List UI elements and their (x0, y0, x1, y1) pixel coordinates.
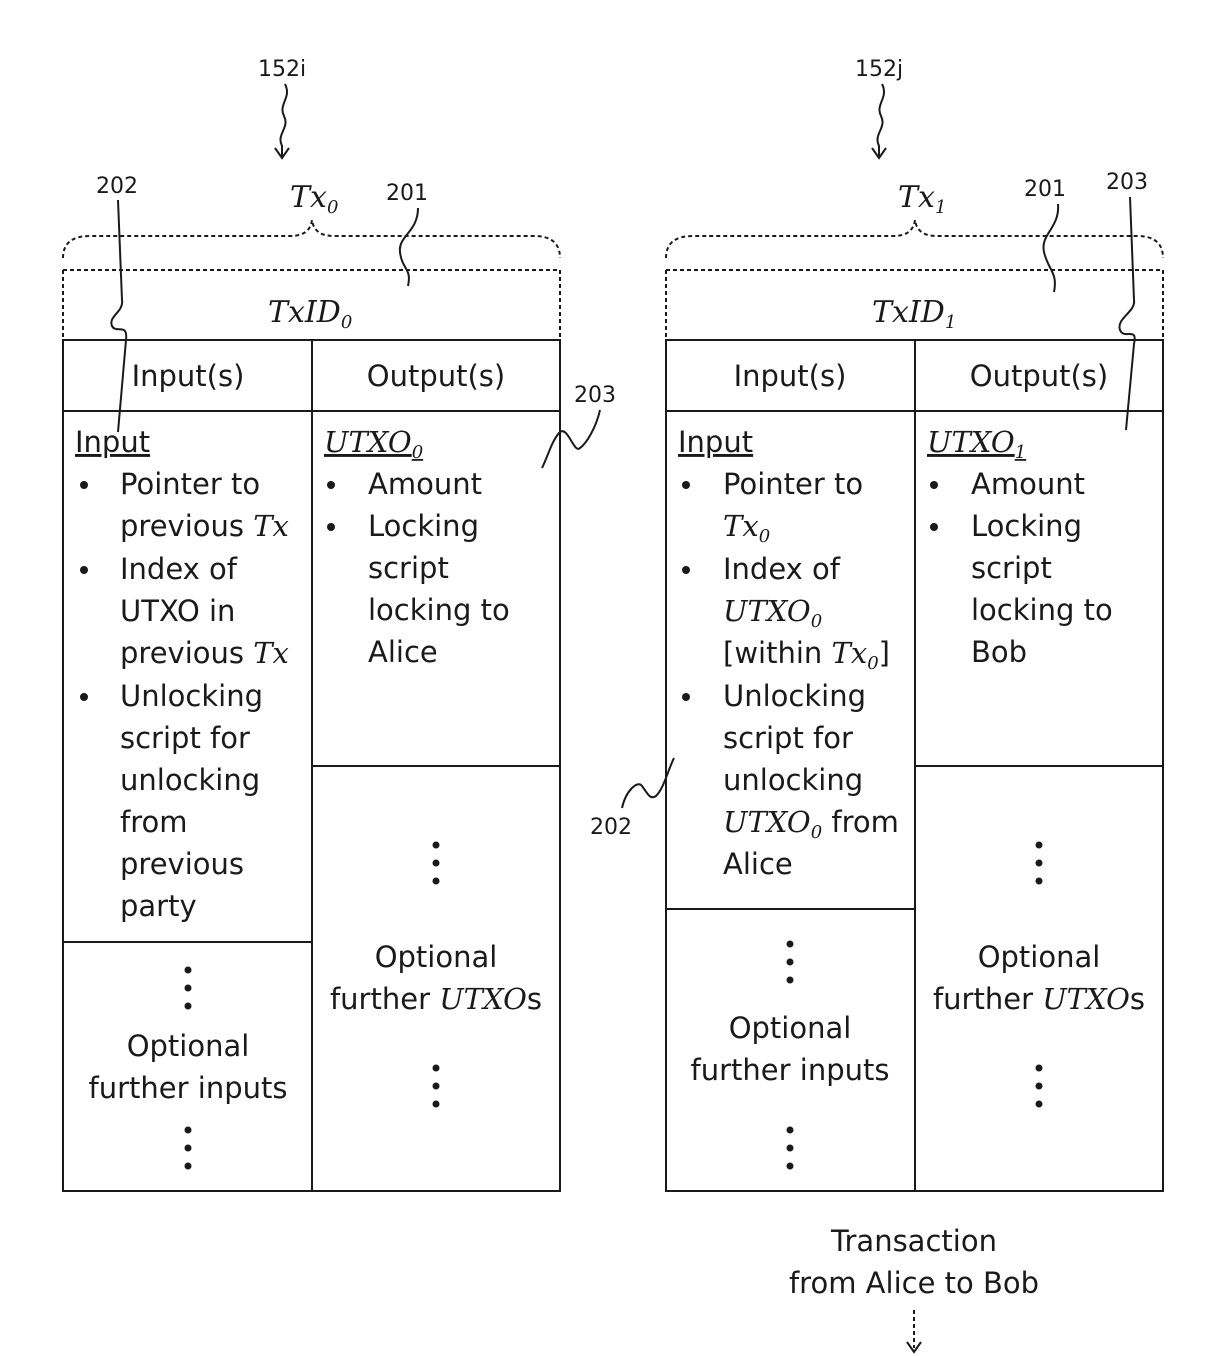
tx0-brace (63, 220, 560, 258)
input-line-tx1-9: UTXO0 from (723, 805, 899, 843)
further-outputs-tx1-line1: Optional (978, 940, 1101, 974)
ref-152j-label: 152j (855, 57, 903, 82)
output-line-tx0-1: Amount (368, 467, 482, 501)
ref-202-label-tx0: 202 (96, 174, 138, 199)
input-line-tx0-11: party (120, 889, 197, 923)
caption-line1: Transaction (830, 1224, 997, 1258)
ref-201-leader-tx1 (1043, 204, 1058, 292)
input-line-tx0-8: unlocking (120, 763, 260, 797)
bullet-out-tx0-2 (327, 523, 335, 531)
input-line-tx0-9: from (120, 805, 188, 839)
input-line-tx0-1: Pointer to (120, 467, 260, 501)
further-inputs-tx1-line2: further inputs (691, 1053, 890, 1087)
ref-203-leader-tx0 (542, 410, 600, 468)
ref-203-leader-tx1 (1119, 197, 1134, 430)
ellipsis-dots-out-tx0-bottom (433, 1065, 440, 1108)
bullet-tx1-2 (682, 566, 690, 574)
bullet-out-tx1-2 (930, 523, 938, 531)
further-outputs-tx0-line2: further UTXOs (330, 982, 542, 1016)
input-line-tx1-8: unlocking (723, 763, 863, 797)
ref-152i-leader (280, 84, 287, 156)
input-line-tx0-5: previous Tx (120, 636, 289, 670)
utxo1-title: UTXO1 (927, 425, 1026, 463)
input-line-tx1-7: script for (723, 721, 853, 755)
ref-202-leader-tx0 (111, 200, 126, 432)
input-line-tx0-2: previous Tx (120, 509, 289, 543)
input-line-tx1-10: Alice (723, 847, 793, 881)
output-line-tx1-2: Locking (971, 509, 1082, 543)
ellipsis-dots-out-tx1-top (1036, 842, 1043, 885)
txid0-label: TxID0 (268, 295, 352, 333)
bullet-tx0-3 (80, 693, 88, 701)
further-outputs-tx0-line1: Optional (375, 940, 498, 974)
tx0-title: Tx0 (290, 180, 338, 218)
ellipsis-dots-in-tx0-top (185, 967, 192, 1010)
input-line-tx1-4: UTXO0 (723, 594, 822, 632)
ref-152j-leader (877, 84, 884, 156)
input-title-tx1: Input (678, 425, 753, 459)
input-title-tx0: Input (75, 425, 150, 459)
input-line-tx0-7: script for (120, 721, 250, 755)
bullet-out-tx0-1 (327, 481, 335, 489)
input-line-tx1-3: Index of (723, 552, 841, 586)
ref-202-label-tx1: 202 (590, 815, 632, 840)
output-line-tx0-5: Alice (368, 635, 438, 669)
txid1-label: TxID1 (872, 295, 956, 333)
transaction-tx1: 152j Tx1 201 203 202 TxID1 Input(s) Outp… (590, 57, 1163, 1191)
ref-201-label-tx0: 201 (386, 181, 428, 206)
ellipsis-dots-out-tx0-top (433, 842, 440, 885)
bullet-tx1-3 (682, 693, 690, 701)
output-line-tx0-3: script (368, 551, 449, 585)
utxo0-title: UTXO0 (324, 425, 423, 463)
input-line-tx0-6: Unlocking (120, 679, 263, 713)
tx1-title: Tx1 (898, 180, 946, 218)
bullet-tx0-2 (80, 566, 88, 574)
further-inputs-tx0-line2: further inputs (89, 1071, 288, 1105)
output-line-tx0-2: Locking (368, 509, 479, 543)
input-line-tx1-2: Tx0 (723, 509, 770, 547)
input-line-tx0-3: Index of (120, 552, 238, 586)
outputs-header-tx0: Output(s) (367, 359, 505, 393)
output-line-tx1-1: Amount (971, 467, 1085, 501)
further-outputs-tx1-line2: further UTXOs (933, 982, 1145, 1016)
inputs-header-tx1: Input(s) (734, 359, 847, 393)
further-inputs-tx0-line1: Optional (127, 1029, 250, 1063)
outputs-header-tx1: Output(s) (970, 359, 1108, 393)
further-inputs-tx1-line1: Optional (729, 1011, 852, 1045)
input-line-tx0-4: UTXO in (120, 594, 235, 628)
ref-203-label-tx0: 203 (574, 383, 616, 408)
ref-203-label-tx1: 203 (1106, 170, 1148, 195)
inputs-header-tx0: Input(s) (132, 359, 245, 393)
output-line-tx1-5: Bob (971, 635, 1027, 669)
tx1-brace (666, 220, 1163, 258)
bullet-tx1-1 (682, 481, 690, 489)
ellipsis-dots-out-tx1-bottom (1036, 1065, 1043, 1108)
ellipsis-dots-in-tx0-bottom (185, 1127, 192, 1170)
output-line-tx1-3: script (971, 551, 1052, 585)
ellipsis-dots-in-tx1-bottom (787, 1127, 794, 1170)
input-line-tx0-10: previous (120, 847, 244, 881)
ref-152i-label: 152i (258, 57, 306, 82)
input-line-tx1-5: [within Tx0] (723, 636, 890, 674)
bullet-tx0-1 (80, 481, 88, 489)
caption-line2: from Alice to Bob (789, 1266, 1039, 1300)
output-line-tx1-4: locking to (971, 593, 1113, 627)
ref-201-leader-tx0 (400, 208, 418, 286)
output-line-tx0-4: locking to (368, 593, 510, 627)
ellipsis-dots-in-tx1-top (787, 941, 794, 984)
transaction-tx0: 152i Tx0 202 201 203 TxID0 Input(s) Outp… (63, 57, 616, 1191)
bullet-out-tx1-1 (930, 481, 938, 489)
input-line-tx1-6: Unlocking (723, 679, 866, 713)
ref-201-label-tx1: 201 (1024, 177, 1066, 202)
input-line-tx1-1: Pointer to (723, 467, 863, 501)
